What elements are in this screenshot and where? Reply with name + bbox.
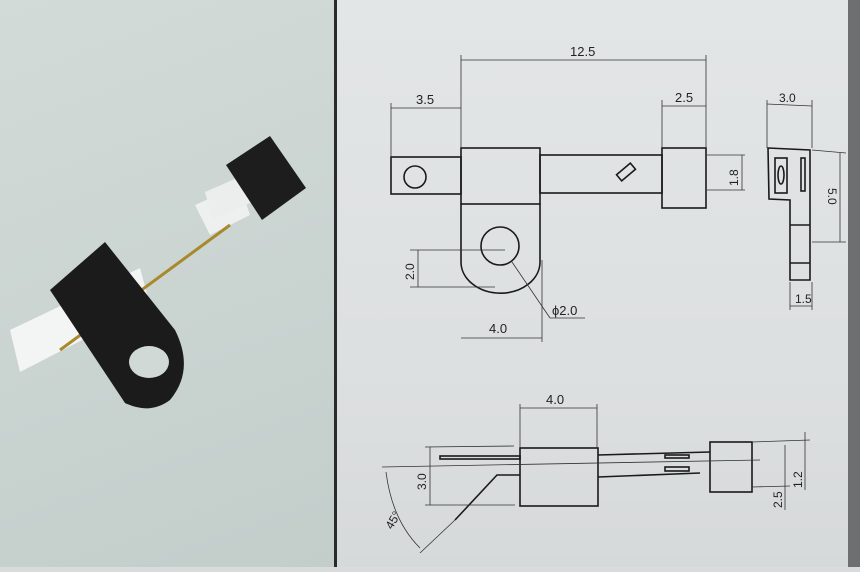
dim-front-body-width: 4.0	[546, 392, 564, 407]
panel-divider	[334, 0, 337, 567]
page-edge	[848, 0, 860, 567]
dim-tab-length: 3.5	[416, 92, 434, 107]
dim-overall-length: 12.5	[570, 44, 595, 59]
dim-bend-angle: 45°	[382, 509, 403, 532]
black-end-block	[226, 136, 306, 220]
dim-side-height: 5.0	[825, 188, 839, 205]
dim-lead-width: 1.8	[727, 169, 741, 186]
dim-lead-spacing-inner: 1.2	[791, 471, 805, 488]
front-view: 4.0 3.0 45° 2.5 1.2	[381, 392, 811, 554]
dim-lead-spacing-outer: 2.5	[771, 491, 785, 508]
top-view: 12.5 3.5 2.5 1.8 2.0 ϕ2.0 4.0	[390, 44, 745, 342]
technical-drawing-sheet: 12.5 3.5 2.5 1.8 2.0 ϕ2.0 4.0 3.0 5.0 1.	[337, 0, 850, 567]
side-view: 3.0 5.0 1.5	[766, 91, 847, 310]
dim-body-width: 4.0	[489, 321, 507, 336]
dim-hole-diameter: ϕ2.0	[552, 303, 577, 318]
dim-front-body-height: 3.0	[415, 473, 429, 490]
dim-end-block-width: 2.5	[675, 90, 693, 105]
dim-side-width: 3.0	[779, 91, 796, 105]
component-photo	[0, 0, 336, 567]
dim-hole-offset: 2.0	[403, 263, 417, 280]
mounting-hole	[129, 346, 169, 378]
dimension-drawing: 12.5 3.5 2.5 1.8 2.0 ϕ2.0 4.0 3.0 5.0 1.	[381, 44, 847, 554]
dim-side-bottom-width: 1.5	[795, 292, 812, 306]
sensor-component-image	[10, 136, 306, 409]
